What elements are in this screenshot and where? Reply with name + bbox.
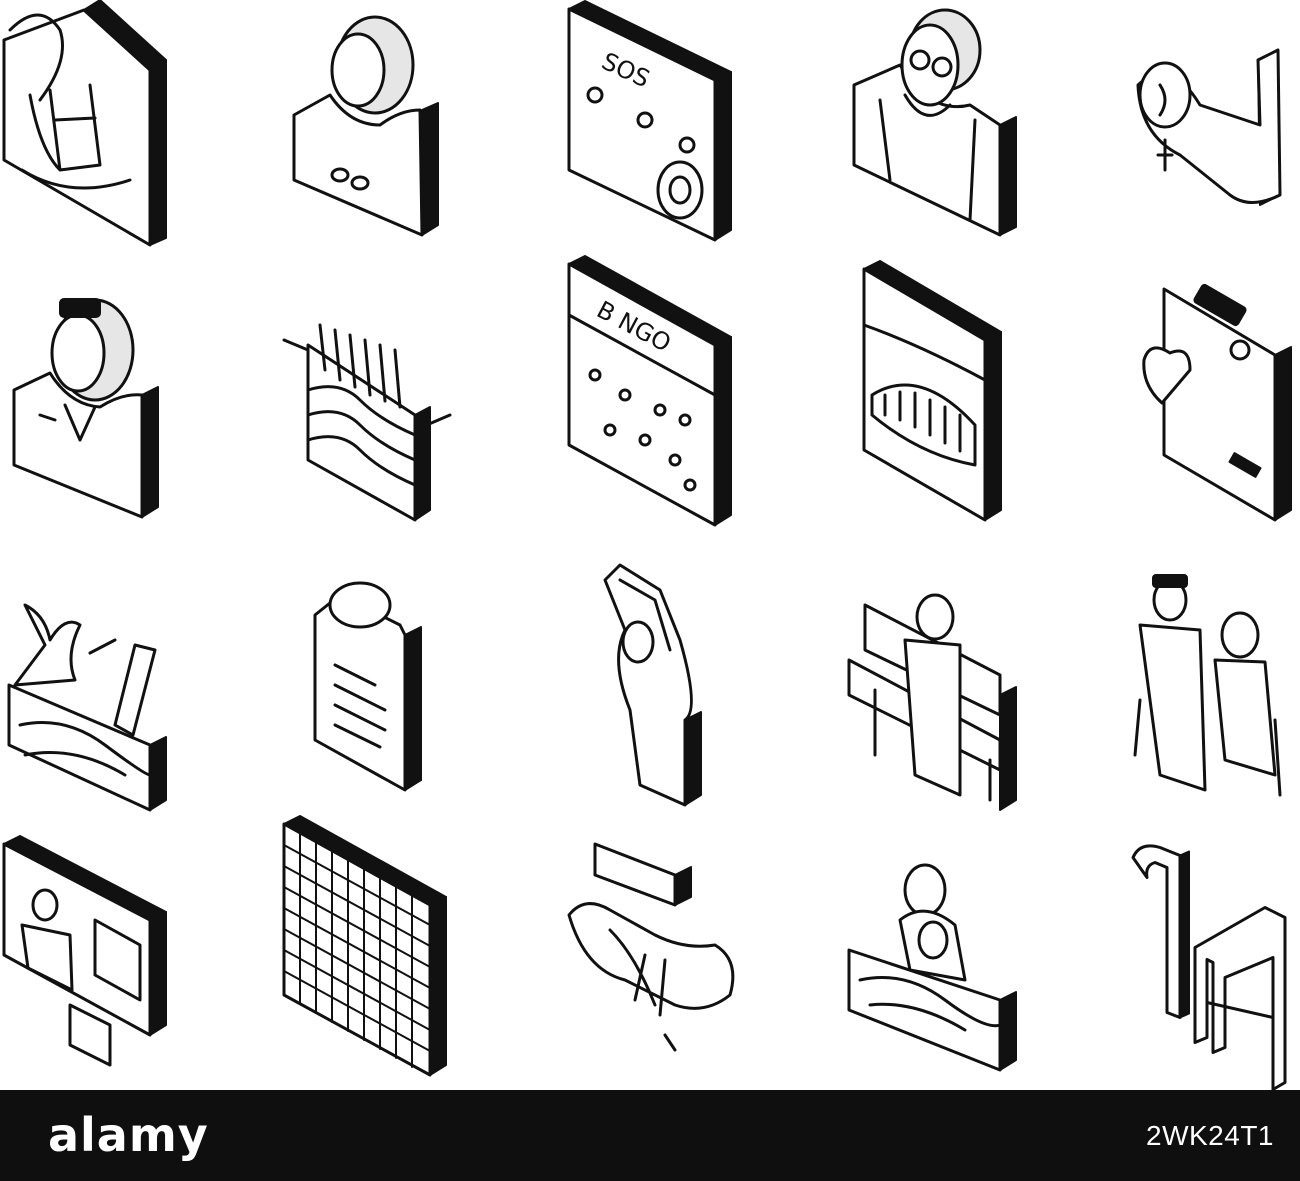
icon-sheet: SOS <box>0 0 1300 1091</box>
clipboard-heart-icon <box>1140 283 1295 522</box>
video-call-monitor-icon <box>0 835 170 1070</box>
elderly-couple-icon <box>1125 570 1285 810</box>
dentures-box-icon <box>860 260 1005 522</box>
elderly-man-glasses-icon <box>850 5 1020 237</box>
alamy-logo: alamy <box>48 1108 209 1162</box>
gardening-planter-icon <box>5 585 170 812</box>
knitting-icon <box>280 315 455 522</box>
crossword-grid-icon <box>280 815 455 1077</box>
cane-walker-icon <box>1125 835 1295 1095</box>
sos-tablet-icon: SOS <box>565 0 735 242</box>
pill-jar-icon <box>305 575 425 792</box>
watermark-footer: alamy 2WK24T1 <box>0 1090 1300 1181</box>
stretching-person-icon <box>600 560 705 807</box>
person-on-bench-icon <box>845 593 1020 811</box>
bingo-card-icon: B NGO <box>565 255 740 527</box>
woman-portrait-icon <box>290 15 440 240</box>
rocking-chair-house-icon <box>0 0 180 247</box>
image-id-label: 2WK24T1 <box>1146 1120 1274 1151</box>
arm-bandage-icon <box>1130 45 1300 210</box>
nurse-portrait-icon <box>10 295 160 520</box>
helping-hands-icon <box>565 840 740 1065</box>
person-in-water-icon <box>845 860 1020 1072</box>
